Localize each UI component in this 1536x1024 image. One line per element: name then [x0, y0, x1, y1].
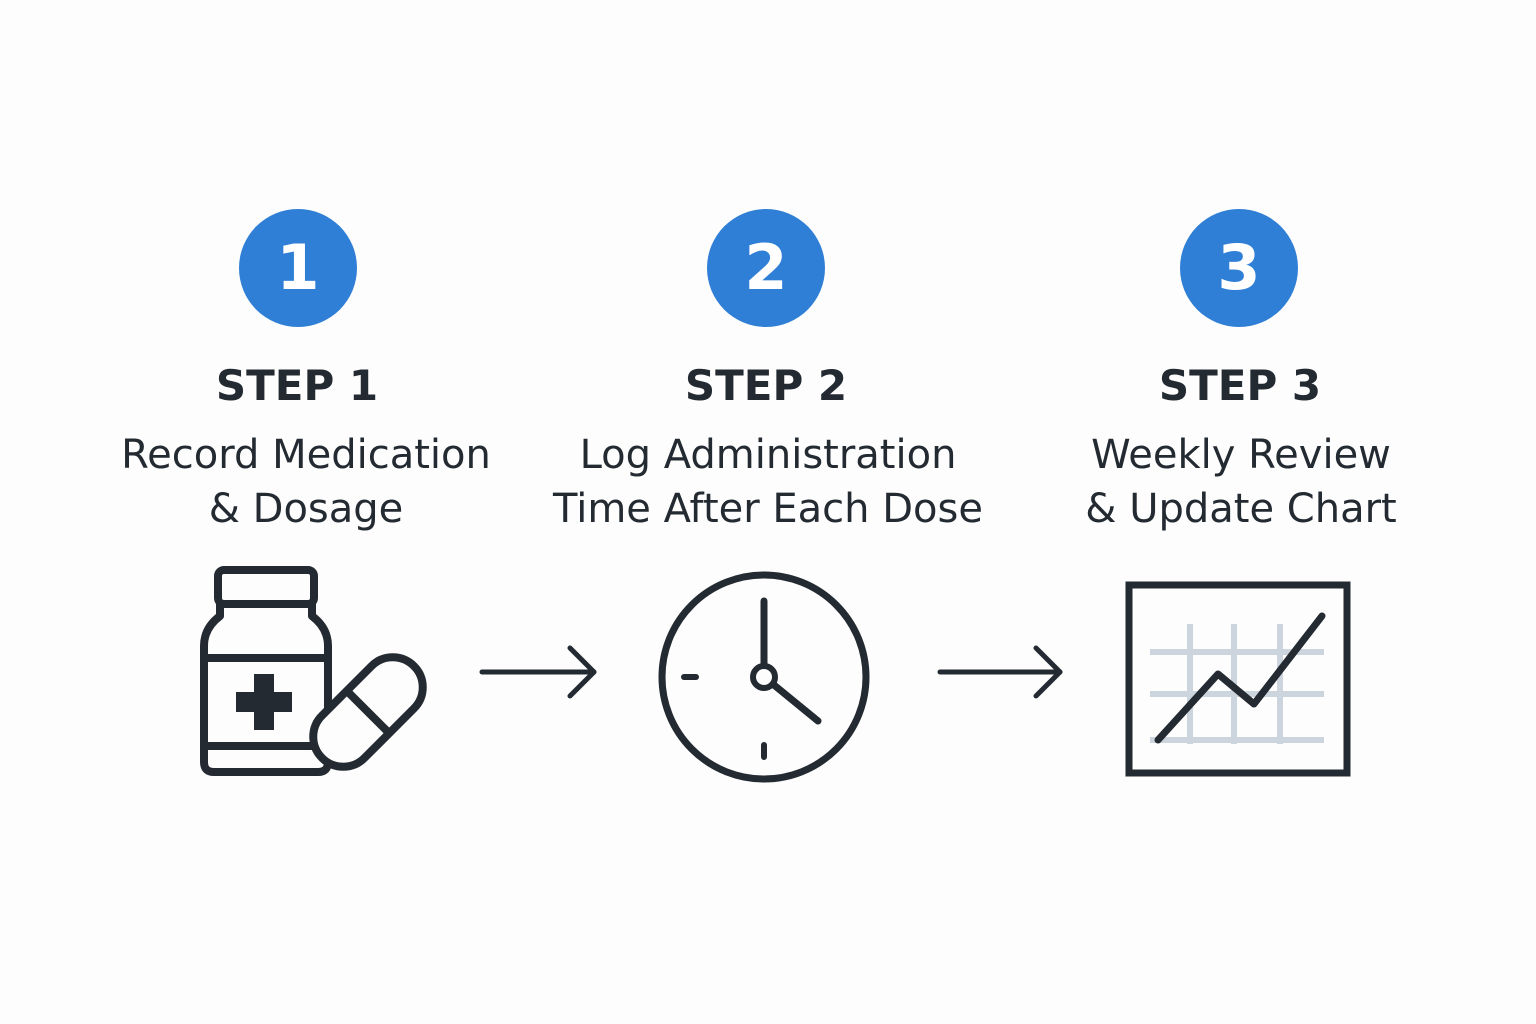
step-3-number-badge: 3 [1180, 209, 1298, 327]
step-1-title: STEP 1 [215, 361, 379, 410]
step-2-description-line-2: Time After Each Dose [553, 486, 983, 532]
step-1-number-badge: 1 [239, 209, 357, 327]
step-3-description-line-1: Weekly Review [1091, 432, 1391, 478]
step-1-description-line-2: & Dosage [208, 486, 404, 532]
step-2-number-badge: 2 [707, 209, 825, 327]
step-3-description: Weekly Review & Update Chart [1011, 428, 1471, 536]
clock-icon [658, 571, 870, 783]
step-1-description: Record Medication & Dosage [76, 428, 536, 536]
step-3-title: STEP 3 [1158, 361, 1322, 410]
step-2-description-line-1: Log Administration [579, 432, 957, 478]
line-chart-icon [1125, 581, 1351, 777]
medicine-bottle-and-pill-icon [200, 566, 427, 776]
arrow-right-icon [937, 645, 1063, 699]
arrow-right-icon [479, 645, 597, 699]
step-2-title: STEP 2 [684, 361, 848, 410]
step-1-description-line-1: Record Medication [121, 432, 491, 478]
step-2-description: Log Administration Time After Each Dose [538, 428, 998, 536]
step-3-description-line-2: & Update Chart [1085, 486, 1397, 532]
